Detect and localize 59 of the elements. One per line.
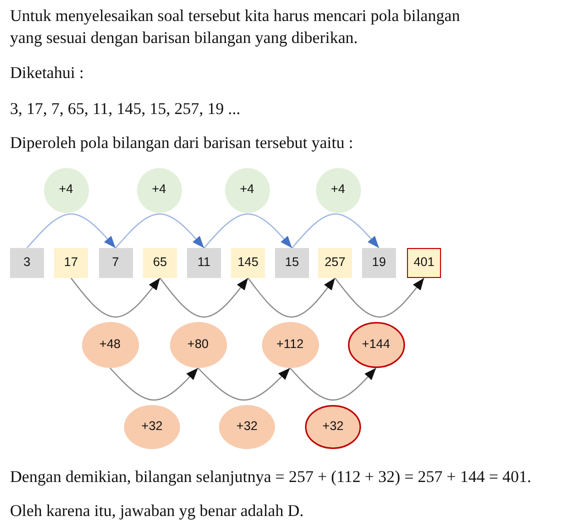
difference-value: +4 xyxy=(58,183,74,197)
curved-arrow xyxy=(26,213,116,248)
difference-ellipse xyxy=(219,405,275,449)
curved-arrow xyxy=(248,278,336,318)
difference-value: +4 xyxy=(330,183,346,197)
curved-arrow xyxy=(204,213,292,248)
difference-ellipse xyxy=(262,322,318,368)
difference-circle xyxy=(136,168,182,212)
highlighted-number-box xyxy=(407,248,441,278)
sequence-number: 11 xyxy=(198,256,210,270)
difference-circle xyxy=(224,168,270,212)
given-label: Diketahui : xyxy=(10,62,85,84)
difference-value: +144 xyxy=(362,338,390,352)
sequence-number: 257 xyxy=(324,256,346,270)
highlighted-ellipse xyxy=(305,405,361,449)
difference-ellipse xyxy=(124,405,180,449)
highlighted-ellipse xyxy=(348,322,404,368)
sequence-number: 19 xyxy=(372,256,386,270)
sequence-number: 3 xyxy=(24,256,30,270)
number-sequence: 3, 17, 7, 65, 11, 145, 15, 257, 19 ... xyxy=(10,98,242,120)
answer-sentence: Oleh karena itu, jawaban yg benar adalah D. xyxy=(10,500,305,522)
difference-value: +4 xyxy=(240,183,254,197)
conclusion-equation: Dengan demikian, bilangan selanjutnya = 257 + (112 + 32) = 257 + 144 = 401. xyxy=(10,466,532,488)
curved-arrow xyxy=(115,213,204,248)
difference-ellipse xyxy=(82,322,138,368)
curved-arrow xyxy=(198,368,290,401)
difference-value: +32 xyxy=(141,420,163,434)
difference-ellipse xyxy=(170,322,226,368)
sequence-number: 7 xyxy=(112,256,119,270)
difference-value: +112 xyxy=(276,338,304,352)
curved-arrow xyxy=(70,278,160,318)
curved-arrow xyxy=(334,278,424,318)
intro-paragraph: Untuk menyelesaikan soal tersebut kita harus mencari pola bilangan yang sesuai dengan barisan bilangan yang diberikan. xyxy=(10,4,461,48)
difference-circle xyxy=(316,168,360,212)
sequence-number: 65 xyxy=(153,256,167,270)
pattern-intro: Diperoleh pola bilangan dari barisan tersebut yaitu : xyxy=(10,132,354,154)
curved-arrow xyxy=(292,213,380,248)
number-box xyxy=(143,248,177,278)
number-box xyxy=(275,248,309,278)
difference-value: +80 xyxy=(187,338,209,352)
number-box xyxy=(54,248,88,278)
difference-value: +4 xyxy=(152,183,166,197)
difference-value: +32 xyxy=(322,420,344,434)
number-box xyxy=(187,248,221,278)
number-box xyxy=(10,248,44,278)
sequence-number: 401 xyxy=(414,256,434,270)
difference-circle xyxy=(44,168,88,212)
curved-arrow xyxy=(290,368,376,401)
number-box xyxy=(362,248,396,278)
difference-value: +32 xyxy=(236,420,258,434)
curved-arrow xyxy=(110,368,198,401)
sequence-number: 17 xyxy=(64,256,78,270)
difference-value: +48 xyxy=(99,338,121,352)
curved-arrow xyxy=(160,278,248,318)
number-box xyxy=(231,248,265,278)
number-box xyxy=(98,248,132,278)
sequence-number: 145 xyxy=(238,256,258,270)
sequence-number: 15 xyxy=(285,256,299,270)
number-box xyxy=(318,248,352,278)
